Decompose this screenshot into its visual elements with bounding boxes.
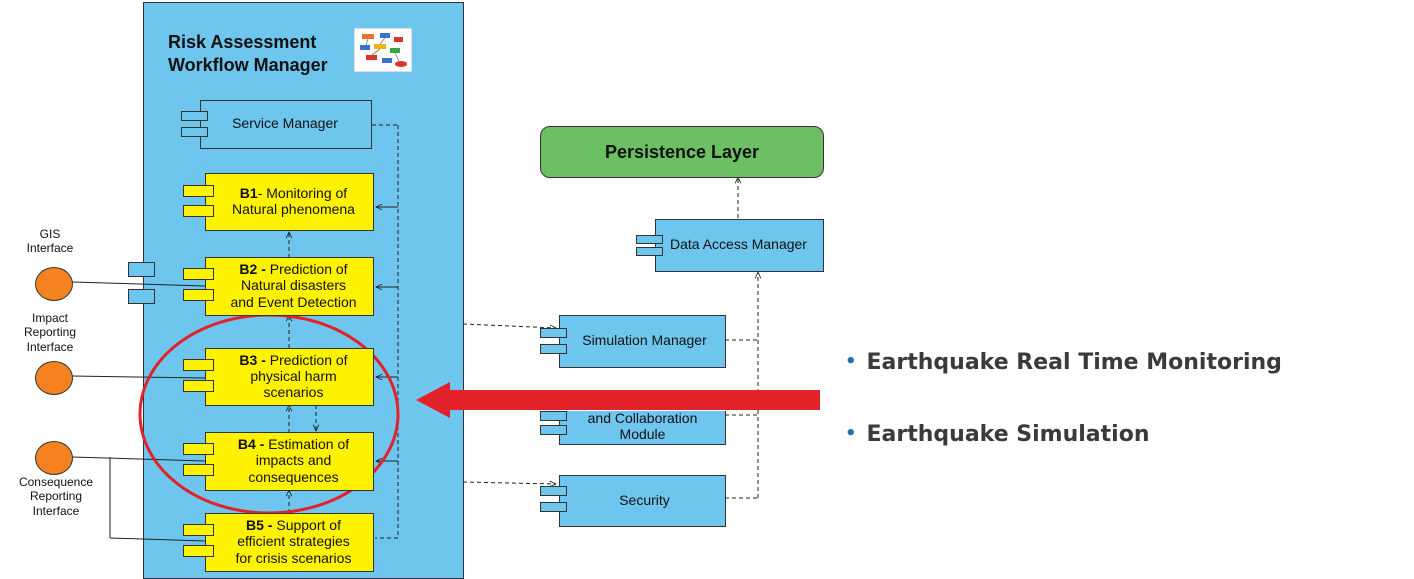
b3-box	[205, 348, 374, 406]
b1-code: B1	[239, 184, 258, 201]
service-manager-port-icon	[181, 127, 208, 137]
security-port-icon	[540, 486, 567, 496]
collaboration-module-label: and Collaboration Module	[587, 409, 698, 442]
b5-box	[205, 513, 374, 572]
b4-text-line3: consequences	[248, 468, 339, 485]
b3-text-line3: scenarios	[263, 384, 324, 401]
b5-port-icon	[183, 545, 214, 557]
b1-label: B1- Monitoring of Natural phenomena	[215, 173, 372, 229]
simulation-manager-box	[559, 315, 726, 368]
b4-text-line1: Estimation of	[264, 436, 350, 453]
workflow-logo-icon	[354, 28, 412, 72]
bullet-item: • Earthquake Simulation	[845, 422, 1150, 447]
b2-text-line1: Prediction of	[265, 261, 348, 278]
data-access-manager-box	[655, 219, 824, 272]
b1-box	[205, 173, 374, 231]
gis-interface-label: GIS Interface	[26, 227, 74, 256]
b4-port-icon	[183, 464, 214, 476]
workflow-manager-title-line1: Risk Assessment	[168, 32, 317, 52]
bullet-text: Earthquake Simulation	[866, 422, 1150, 447]
bullet-item: • Earthquake Real Time Monitoring	[845, 350, 1282, 375]
service-manager-port-icon	[181, 111, 208, 121]
bullet-dot-icon: •	[845, 423, 857, 444]
consequence-interface-circle	[35, 441, 73, 475]
b4-port-icon	[183, 443, 214, 455]
data-access-manager-label: Data Access Manager	[670, 236, 807, 253]
security-label: Security	[619, 491, 670, 508]
highlight-arrow	[416, 382, 820, 418]
simulation-manager-port-icon	[540, 328, 567, 338]
b5-text-line3: for crisis scenarios	[235, 549, 352, 566]
b4-code: B4 -	[237, 436, 265, 453]
b5-text-line2: efficient strategies	[237, 533, 350, 550]
b3-code: B3 -	[239, 351, 266, 368]
persistence-layer-box: Persistence Layer	[540, 126, 824, 178]
b5-port-icon	[183, 524, 214, 536]
impact-interface-circle	[35, 361, 73, 395]
workflow-manager-title-line2: Workflow Manager	[168, 55, 328, 75]
b5-label: B5 - Support of efficient strategies for…	[215, 513, 372, 570]
workflow-manager-title: Risk Assessment Workflow Manager	[168, 31, 328, 77]
b4-label: B4 - Estimation of impacts and consequen…	[215, 432, 372, 489]
security-port-icon	[540, 502, 567, 512]
simulation-manager-label: Simulation Manager	[582, 332, 707, 349]
b3-text-line2: physical harm	[250, 367, 337, 384]
b3-text-line1: Prediction of	[265, 351, 348, 368]
collaboration-port-icon	[540, 411, 567, 421]
collaboration-port-icon	[540, 425, 567, 435]
b2-port-icon	[183, 268, 214, 280]
data-access-port-icon	[636, 247, 663, 256]
gis-port-icon	[128, 289, 155, 304]
gis-port-icon	[128, 262, 155, 277]
internal-bus-line	[372, 124, 399, 539]
b5-text-line1: Support of	[272, 517, 341, 534]
b2-label: B2 - Prediction of Natural disasters and…	[215, 257, 372, 314]
b1-text-line2: Natural phenomena	[232, 201, 355, 217]
b3-label: B3 - Prediction of physical harm scenari…	[215, 348, 372, 404]
data-access-port-icon	[636, 235, 663, 244]
b2-text-line2: Natural disasters	[240, 277, 347, 294]
b1-port-icon	[183, 185, 214, 197]
b4-text-line2: impacts and	[255, 452, 332, 469]
simulation-manager-port-icon	[540, 344, 567, 354]
b1-port-icon	[183, 205, 214, 217]
b1-text-line1: - Monitoring of	[257, 184, 348, 201]
b3-port-icon	[183, 359, 214, 371]
service-manager-label: Service Manager	[232, 115, 338, 132]
gis-interface-circle	[35, 267, 73, 301]
b2-port-icon	[183, 289, 214, 301]
b5-code: B5 -	[246, 517, 273, 534]
security-box	[559, 475, 726, 527]
b2-box	[205, 257, 374, 316]
bullet-dot-icon: •	[845, 351, 857, 372]
impact-interface-label: Impact Reporting Interface	[23, 311, 77, 354]
b3-port-icon	[183, 380, 214, 392]
service-manager-box	[200, 100, 372, 149]
b2-code: B2 -	[239, 261, 266, 278]
b4-box	[205, 432, 374, 491]
b2-text-line3: and Event Detection	[230, 293, 357, 310]
consequence-interface-label: Consequence Reporting Interface	[18, 475, 94, 518]
bullet-text: Earthquake Real Time Monitoring	[866, 350, 1282, 375]
